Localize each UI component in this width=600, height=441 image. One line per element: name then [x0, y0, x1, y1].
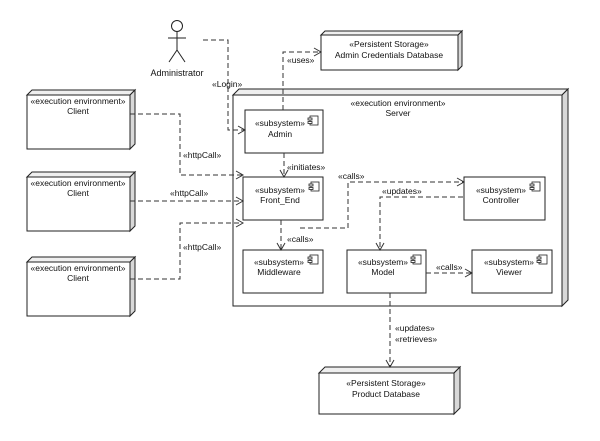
viewer-label: Viewer — [496, 267, 522, 277]
model-label: Model — [371, 267, 394, 277]
db-retrieves-label: «retrieves» — [395, 334, 437, 344]
middleware-stereotype: «subsystem» — [254, 257, 304, 267]
server-stereotype: «execution environment» — [351, 98, 446, 108]
updates-model-label: «updates» — [382, 186, 422, 196]
client-2-label: Client — [67, 188, 89, 198]
admin-stereotype: «subsystem» — [255, 118, 305, 128]
http-2-label: «httpCall» — [170, 188, 209, 198]
connector-login: «Login» — [203, 39, 247, 135]
connector-calls-viewer: «calls» — [426, 262, 474, 278]
product-db-stereotype: «Persistent Storage» — [346, 378, 426, 388]
admin-credentials-db-node: «Persistent Storage» Admin Credentials D… — [319, 29, 464, 72]
connector-initiates: «initiates» — [279, 153, 326, 179]
initiates-label: «initiates» — [287, 162, 326, 172]
product-db-node: «Persistent Storage» Product Database — [317, 365, 462, 416]
administrator-actor: Administrator — [150, 20, 204, 78]
client-1-stereotype: «execution environment» — [31, 96, 126, 106]
subsystem-model: «subsystem» Model — [346, 249, 427, 294]
server-label: Server — [385, 108, 410, 118]
uses-label: «uses» — [287, 55, 315, 65]
subsystem-controller: «subsystem» Controller — [463, 176, 546, 221]
product-db-label: Product Database — [352, 389, 420, 399]
admin-db-label: Admin Credentials Database — [335, 50, 443, 60]
actor-label: Administrator — [150, 68, 203, 78]
client-3-stereotype: «execution environment» — [31, 263, 126, 273]
client-3-label: Client — [67, 273, 89, 283]
connector-uses: «uses» — [282, 47, 323, 110]
http-1-label: «httpCall» — [183, 150, 222, 160]
subsystem-front-end: «subsystem» Front_End — [242, 176, 324, 221]
admin-label: Admin — [268, 129, 292, 139]
client-node-2: «execution environment» Client — [25, 170, 137, 233]
viewer-stereotype: «subsystem» — [484, 257, 534, 267]
connector-calls-middleware: «calls» — [276, 220, 314, 252]
login-label: «Login» — [212, 79, 243, 89]
controller-label: Controller — [483, 195, 520, 205]
front-end-stereotype: «subsystem» — [255, 185, 305, 195]
actor-head-icon — [171, 20, 183, 32]
admin-db-stereotype: «Persistent Storage» — [349, 39, 429, 49]
subsystem-viewer: «subsystem» Viewer — [471, 249, 553, 294]
calls-middleware-label: «calls» — [287, 234, 314, 244]
client-1-label: Client — [67, 106, 89, 116]
http-3-label: «httpCall» — [183, 242, 222, 252]
model-stereotype: «subsystem» — [358, 257, 408, 267]
calls-controller-label: «calls» — [338, 171, 365, 181]
calls-viewer-label: «calls» — [436, 262, 463, 272]
connector-updates-model: «updates» — [375, 186, 463, 252]
client-node-3: «execution environment» Client — [25, 255, 137, 318]
middleware-label: Middleware — [257, 267, 301, 277]
client-node-1: «execution environment» Client — [25, 88, 137, 151]
front-end-label: Front_End — [260, 195, 300, 205]
connector-calls-controller: «calls» — [300, 171, 466, 229]
connector-http-1: «httpCall» — [130, 113, 245, 180]
connector-http-2: «httpCall» — [130, 188, 245, 206]
client-2-stereotype: «execution environment» — [31, 178, 126, 188]
db-updates-label: «updates» — [395, 323, 435, 333]
subsystem-admin: «subsystem» Admin — [244, 109, 324, 154]
subsystem-middleware: «subsystem» Middleware — [242, 249, 324, 294]
connector-http-3: «httpCall» — [130, 218, 245, 280]
connector-product-db: «updates» «retrieves» — [385, 293, 437, 369]
controller-stereotype: «subsystem» — [476, 185, 526, 195]
